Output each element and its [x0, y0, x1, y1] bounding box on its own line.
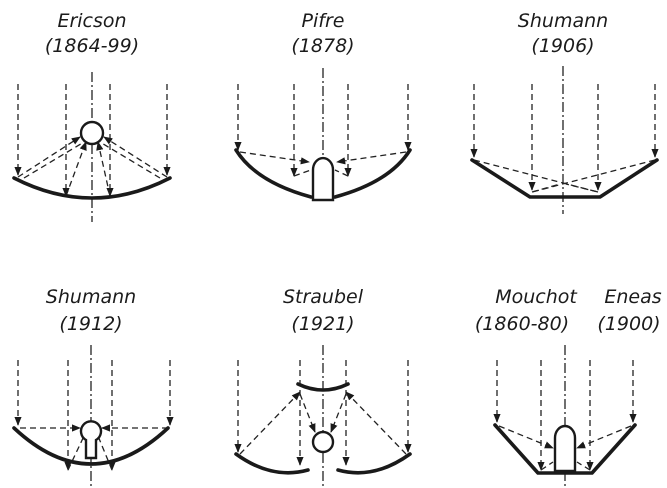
panel-shumann-1906: Shumann (1906)	[470, 10, 659, 214]
reflected-ray	[99, 141, 161, 179]
flat-mirror-trough	[470, 158, 659, 199]
panel-shumann-1912: Shumann (1912)	[12, 286, 174, 488]
panel-title: Ericson	[57, 10, 126, 32]
panel-title: Eneas	[604, 286, 661, 308]
panel-years: (1906)	[531, 35, 594, 57]
reflected-ray	[531, 183, 561, 193]
receiver-boiler	[311, 156, 335, 202]
reflected-ray	[531, 159, 656, 193]
panel-title: Shumann	[46, 286, 136, 308]
reflected-ray	[17, 136, 81, 178]
reflected-ray	[67, 435, 85, 471]
reflected-ray	[345, 391, 407, 455]
panel-pifre: Pifre (1878)	[234, 10, 412, 202]
reflected-ray	[336, 151, 407, 165]
panel-years: (1864-99)	[45, 35, 139, 57]
parabolic-mirror	[234, 148, 313, 199]
reflected-ray	[293, 169, 312, 177]
parabolic-mirror	[336, 452, 412, 475]
receiver-boiler	[79, 420, 103, 460]
panel-title: Mouchot	[495, 286, 578, 308]
reflected-ray	[334, 169, 349, 177]
reflected-ray	[565, 183, 599, 193]
panel-mouchot-eneas: Mouchot (1860-80) Eneas (1900)	[475, 286, 662, 488]
secondary-ray	[299, 393, 316, 433]
secondary-ray	[330, 393, 347, 433]
reflected-ray	[65, 141, 87, 197]
panel-years: (1912)	[59, 313, 122, 335]
panel-years: (1900)	[597, 313, 660, 335]
receiver-boiler	[79, 120, 105, 146]
receiver-boiler	[311, 430, 335, 454]
panel-straubel: Straubel (1921)	[234, 286, 412, 488]
reflected-ray	[97, 435, 113, 471]
panel-years: (1860-80)	[475, 313, 569, 335]
reflected-ray	[473, 159, 599, 193]
receiver-boiler	[553, 424, 577, 473]
reflected-ray	[239, 391, 301, 455]
reflected-ray	[96, 141, 111, 197]
secondary-mirror	[296, 382, 350, 392]
panel-ericson: Ericson (1864-99)	[12, 10, 172, 222]
panel-title: Shumann	[518, 10, 608, 32]
reflected-ray	[576, 461, 591, 471]
panel-title: Straubel	[283, 286, 364, 308]
panel-years: (1921)	[291, 313, 354, 335]
reflected-ray	[540, 461, 554, 471]
parabolic-mirror	[12, 176, 172, 200]
reflected-ray	[103, 136, 168, 178]
conical-mirror	[493, 423, 637, 475]
parabolic-mirror	[333, 148, 412, 199]
panel-years: (1878)	[291, 35, 354, 57]
panel-title: Pifre	[302, 10, 345, 32]
parabolic-mirror	[234, 452, 310, 475]
reflected-ray	[239, 151, 310, 165]
parabolic-mirror	[12, 426, 170, 466]
reflected-ray	[23, 141, 85, 179]
